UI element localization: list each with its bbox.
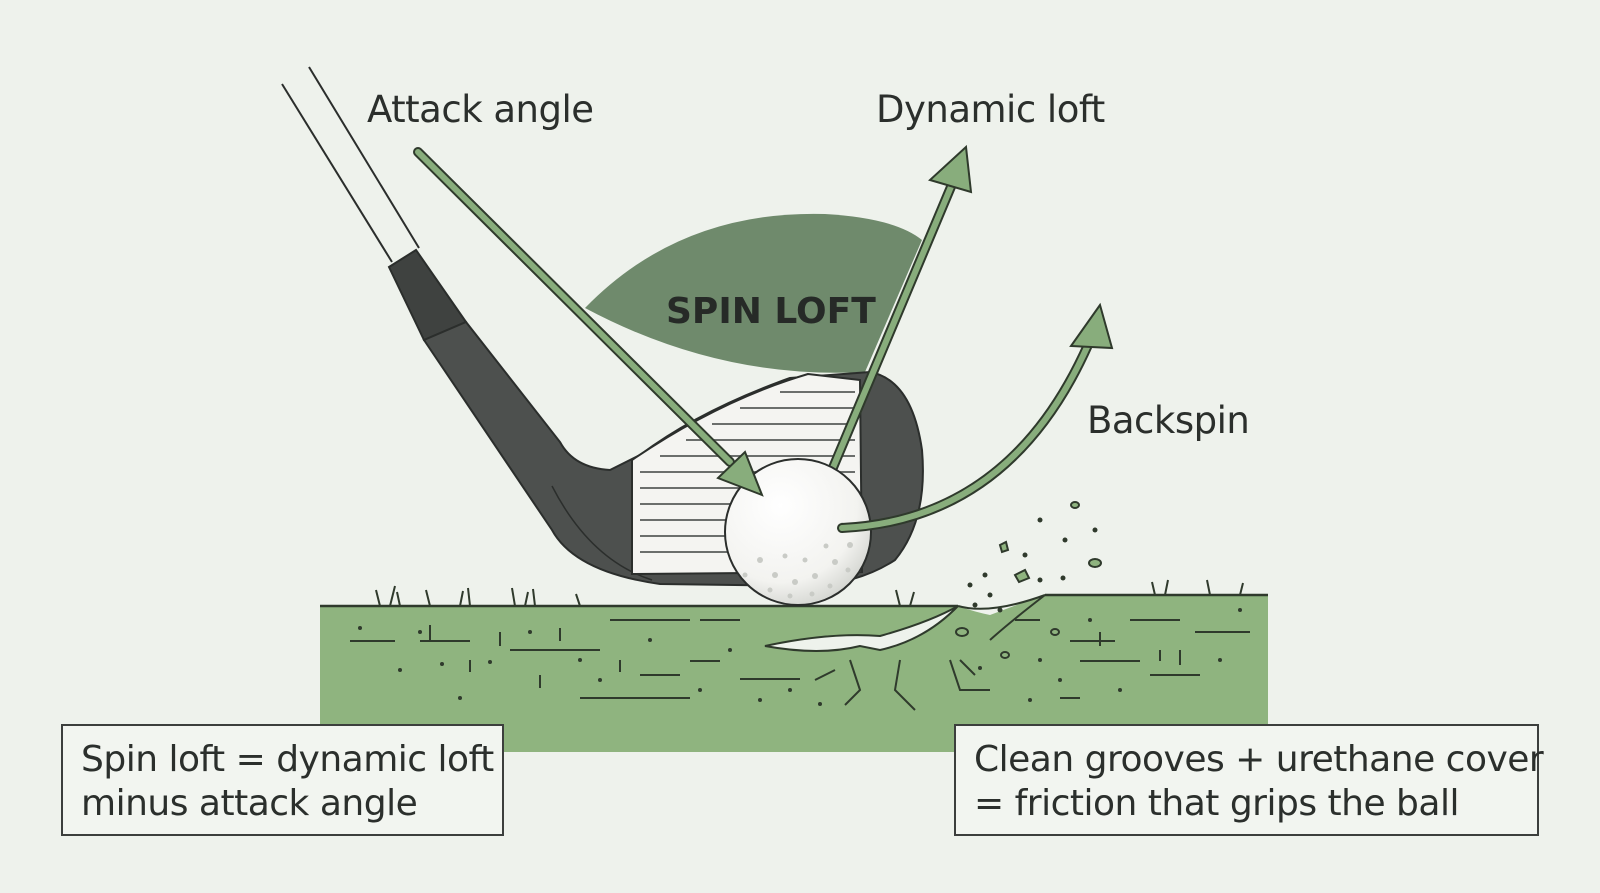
spin-loft-label: SPIN LOFT [666,291,876,332]
formula-line-1: Spin loft = dynamic loft [81,739,494,780]
spin-loft-wedge [585,213,922,373]
divot-debris [955,501,1102,659]
formula-line-2: minus attack angle [81,783,418,824]
friction-line-2: = friction that grips the ball [974,783,1459,824]
dynamic-loft-arrow [827,144,973,475]
club-shaft [281,66,420,263]
attack-angle-arrow [413,147,764,497]
turf [320,579,1268,752]
friction-line-1: Clean grooves + urethane cover [974,739,1544,780]
backspin-label: Backspin [1087,399,1250,442]
attack-angle-label: Attack angle [367,88,594,131]
spin-loft-formula-note: Spin loft = dynamic loft minus attack an… [61,724,504,836]
friction-note: Clean grooves + urethane cover = frictio… [954,724,1544,836]
dynamic-loft-label: Dynamic loft [876,88,1105,131]
backspin-arrow [837,302,1114,533]
